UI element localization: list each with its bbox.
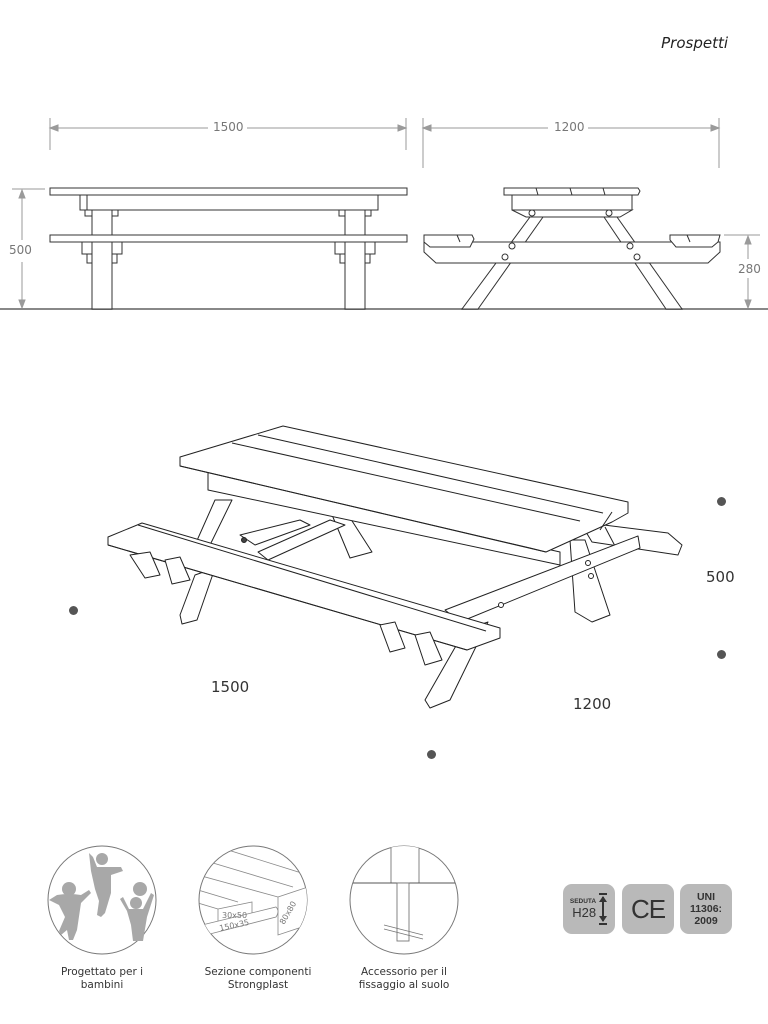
- feature-caption-anchor: Accessorio per il fissaggio al suolo: [358, 966, 450, 991]
- iso-height-label: 500: [706, 568, 735, 586]
- marker-dot-right-bottom: [717, 650, 726, 659]
- front-width-dimension: 1500: [210, 120, 247, 134]
- ground-anchor-icon: [349, 845, 459, 955]
- iso-length-label: 1500: [211, 678, 250, 696]
- front-height-dimension: 500: [6, 243, 35, 257]
- feature-caption-section: Sezione componenti Strongplast: [204, 966, 312, 991]
- seat-height-dimension: 280: [735, 262, 764, 276]
- svg-text:30x50: 30x50: [222, 911, 247, 920]
- marker-dot-right-top: [717, 497, 726, 506]
- seat-height-badge: SEDUTA H28: [563, 884, 615, 934]
- uni-standard-badge: UNI 11306: 2009: [680, 884, 732, 934]
- side-width-dimension: 1200: [551, 120, 588, 134]
- marker-dot-bottom: [427, 750, 436, 759]
- marker-dot-left: [69, 606, 78, 615]
- children-playing-icon: [47, 845, 157, 955]
- ce-mark-badge: CE: [622, 884, 674, 934]
- isometric-drawing: [107, 425, 683, 709]
- feature-caption-children: Progettato per i bambini: [60, 966, 144, 991]
- elevation-drawings: [0, 118, 768, 310]
- profile-section-icon: 30x50 150x35 80x80: [198, 845, 308, 955]
- iso-depth-label: 1200: [573, 695, 612, 713]
- page-title: Prospetti: [661, 34, 728, 52]
- height-arrow-icon: [599, 893, 608, 925]
